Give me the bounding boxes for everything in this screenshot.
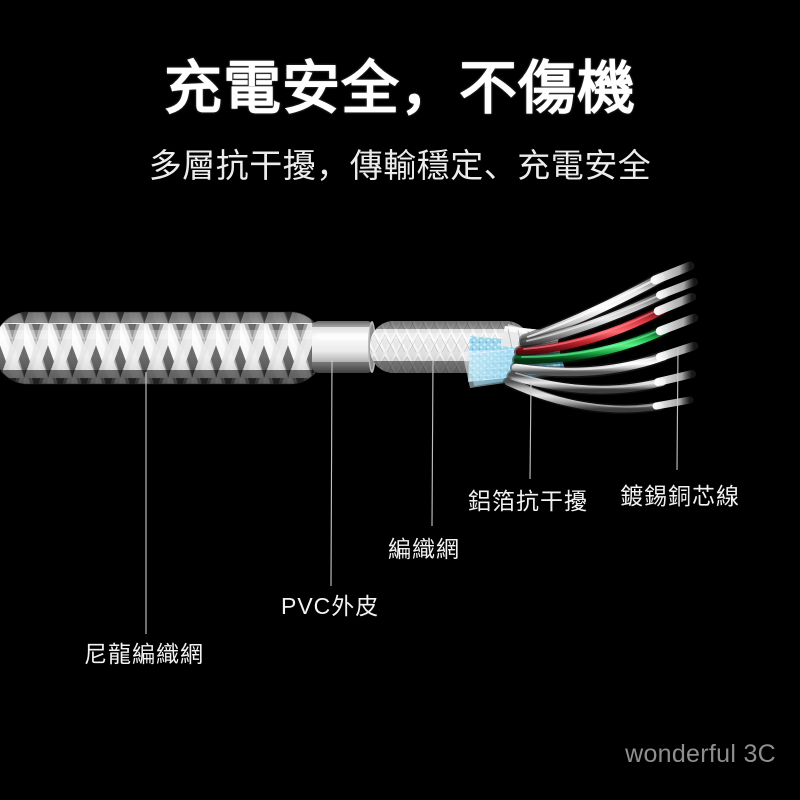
wire-green (512, 313, 699, 366)
page-title: 充電安全，不傷機 (163, 56, 636, 121)
callout-label-nylon-braid: 尼龍編織網 (84, 641, 204, 667)
foil-wrap-transition (500, 326, 560, 352)
wire-silver-top-2 (518, 278, 698, 350)
callout-leader-lines (145, 347, 679, 634)
wire-red (514, 292, 697, 358)
wire-silver-bot-3 (503, 377, 694, 414)
pvc-jacket-layer (312, 321, 376, 373)
watermark: wonderful 3C (625, 740, 776, 768)
leader-line-pvc-jacket (330, 359, 333, 587)
callout-label-core-wires: 鍍錫銅芯線 (620, 483, 740, 509)
leader-line-foil (529, 381, 532, 480)
core-conductors (503, 261, 699, 414)
wire-silver-bot-2 (506, 370, 696, 396)
callout-label-foil: 鋁箔抗干擾 (468, 488, 588, 514)
shield-braid-layer (370, 321, 548, 373)
wire-silver-bot-1 (510, 341, 699, 378)
aluminum-foil-layer (462, 336, 568, 388)
leader-line-core-wires (676, 347, 679, 471)
callout-label-pvc-jacket: PVC外皮 (281, 593, 380, 619)
nylon-braid-layer (0, 311, 325, 385)
page-subtitle: 多層抗干擾，傳輸穩定、充電安全 (148, 147, 652, 184)
leader-line-shield-braid (431, 359, 434, 527)
callout-label-shield-braid: 編織網 (388, 536, 460, 562)
wire-silver-top-1 (519, 261, 695, 346)
